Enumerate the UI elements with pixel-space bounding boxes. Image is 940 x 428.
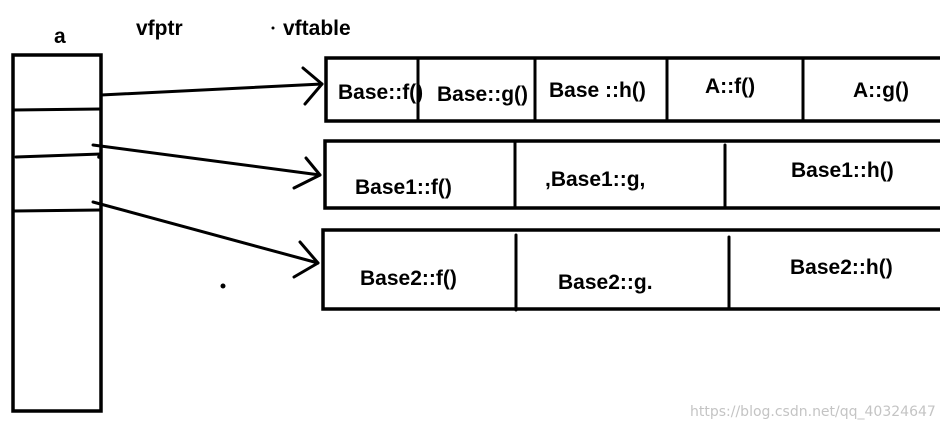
table-entry: Base2::h(): [790, 256, 893, 279]
table-entry: Base2::g.: [558, 271, 653, 294]
vftable-base1: Base1::f() ,Base1::g, Base1::h(): [323, 139, 940, 210]
table-entry: Base1::f(): [355, 176, 452, 199]
object-divider: [14, 152, 103, 159]
watermark: https://blog.csdn.net/qq_40324647: [690, 404, 936, 420]
object-divider: [11, 208, 103, 213]
vftable-label: vftable: [283, 17, 351, 40]
object-a-box: [11, 53, 103, 413]
table-entry: Base1::h(): [791, 159, 894, 182]
stray-dot: [97, 155, 101, 159]
pointer-arrow: [99, 66, 324, 106]
vftable-base2: Base2::f() Base2::g. Base2::h(): [321, 228, 940, 312]
stray-dot: [271, 26, 275, 30]
pointer-arrow: [91, 143, 322, 190]
object-divider: [11, 107, 103, 112]
vfptr-label: vfptr: [136, 17, 183, 40]
table-entry: Base::f(): [338, 81, 423, 104]
table-entry: A::f(): [705, 75, 755, 98]
table-entry: Base::g(): [437, 83, 528, 106]
table-entry: ,Base1::g,: [545, 168, 645, 191]
table-entry: A::g(): [853, 79, 909, 102]
vftable-base: Base::f() Base::g() Base ::h() A::f() A:…: [324, 56, 940, 123]
stray-dot: [220, 283, 226, 289]
object-label: a: [54, 25, 66, 48]
table-entry: Base ::h(): [549, 79, 646, 102]
table-entry: Base2::f(): [360, 267, 457, 290]
pointer-arrow: [91, 200, 320, 279]
